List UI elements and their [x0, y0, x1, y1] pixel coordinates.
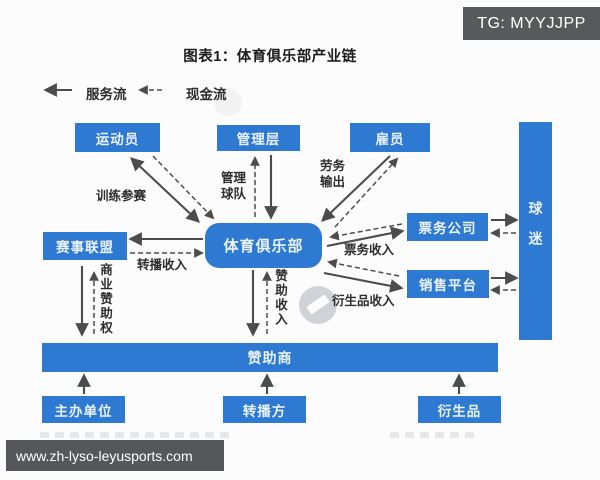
node-employees: 雇员 [350, 123, 430, 152]
watermark-logo [299, 286, 337, 324]
legend-service-flow-label: 服务流 [86, 87, 127, 102]
arrow-ticketing-club-cash [329, 223, 403, 241]
legend-cash-flow-label: 现金流 [186, 87, 227, 102]
label-ticket-revenue: 票务收入 [344, 243, 395, 257]
watermark-text-strip [40, 432, 235, 438]
node-athletes: 运动员 [75, 123, 160, 152]
watermark-logo-faint [214, 88, 242, 116]
node-broadcaster: 转播方 [223, 396, 306, 423]
label-training-compete: 训练参赛 [96, 189, 147, 203]
node-sales-platform: 销售平台 [407, 270, 489, 298]
label-sponsor-income: 赞助收入 [273, 269, 287, 327]
arrow-athletes-club-service [130, 157, 200, 223]
node-fans: 球迷 [519, 122, 552, 340]
arrow-employees-club-service [321, 155, 391, 222]
node-management: 管理层 [217, 125, 300, 151]
label-commercial-sponsor-rights: 商业赞助权 [98, 263, 112, 336]
node-sponsors: 赞助商 [42, 343, 498, 372]
arrow-athletes-club-cash [152, 155, 215, 220]
node-event-league: 赛事联盟 [43, 232, 127, 260]
arrow-club-employees-cash [334, 157, 399, 228]
node-organizer: 主办单位 [42, 396, 125, 423]
chart-title: 图表1：体育俱乐部产业链 [183, 49, 357, 65]
arrow-club-sales-service [323, 271, 404, 293]
arrow-sales-club-cash [327, 258, 400, 277]
label-derivative-revenue: 衍生品收入 [332, 294, 395, 308]
watermark-text-strip [390, 432, 478, 438]
label-labor-output: 劳务输出 [320, 159, 346, 189]
telegram-badge: TG: MYYJJPP [463, 7, 600, 40]
node-ticketing-company: 票务公司 [407, 213, 488, 241]
node-derivatives: 衍生品 [418, 396, 501, 423]
label-broadcast-revenue: 转播收入 [137, 258, 188, 272]
arrow-club-ticketing-service [326, 226, 405, 248]
node-sports-club: 体育俱乐部 [205, 223, 322, 268]
site-watermark-bar: www.zh-lyso-leyusports.com [6, 440, 224, 471]
label-manage-team: 管理球队 [221, 171, 247, 201]
